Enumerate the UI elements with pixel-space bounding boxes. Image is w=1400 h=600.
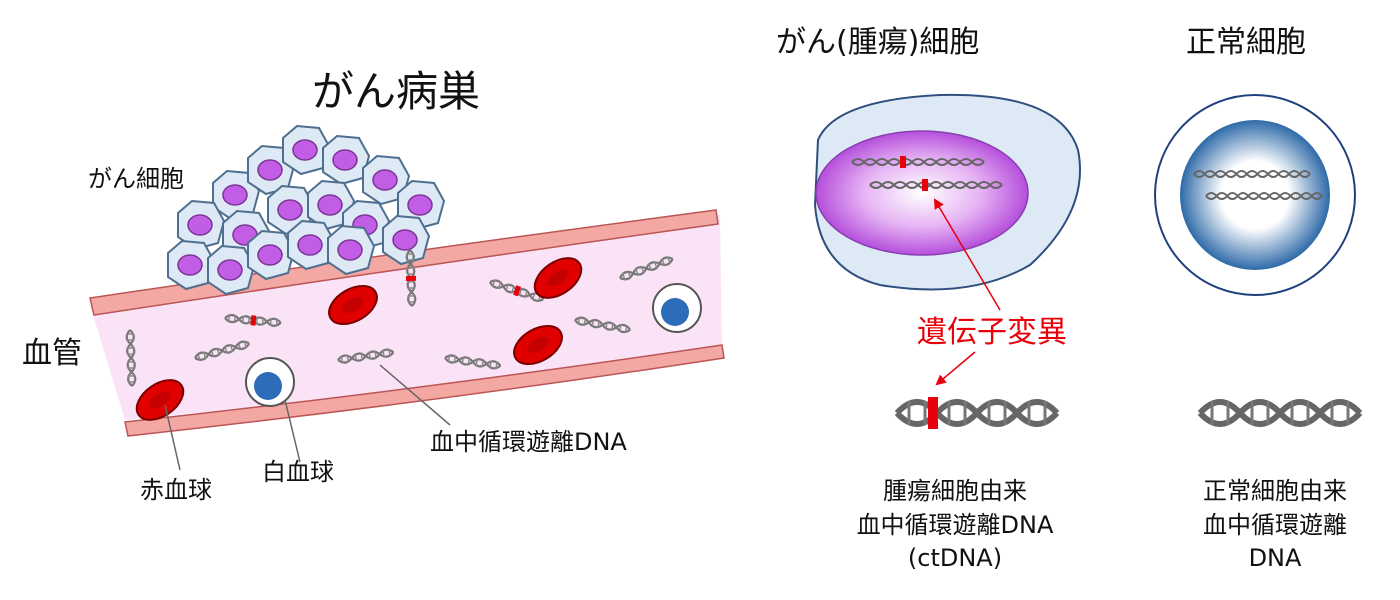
blood-vessel-label: 血管 [22, 336, 82, 371]
ctdna-strand [897, 397, 1057, 429]
normal-caption: 正常細胞由来 血中循環遊離 DNA [1175, 477, 1375, 573]
normal-caption-line1: 正常細胞由来 [1203, 477, 1347, 505]
leader-lines [164, 364, 451, 471]
ctdna-caption-line3: (ctDNA) [907, 544, 1003, 573]
tumor-site-title: がん病巣 [312, 67, 481, 116]
mutation-arrows [933, 198, 1001, 386]
normal-caption-line3: DNA [1248, 544, 1302, 573]
tumor-cell-illustration [813, 93, 1081, 291]
white-blood-cell-label: 白血球 [262, 458, 334, 486]
ctdna-caption-line1: 腫瘍細胞由来 [883, 477, 1027, 505]
cancer-cell-label: がん細胞 [88, 165, 184, 193]
cfdna-label: 血中循環遊離DNA [430, 428, 627, 456]
tumor-cell-title: がん(腫瘍)細胞 [776, 25, 980, 60]
normal-cell-title: 正常細胞 [1186, 25, 1306, 60]
normal-caption-line2: 血中循環遊離 [1203, 510, 1347, 539]
normal-cell-illustration [1154, 94, 1356, 296]
ctdna-caption: 腫瘍細胞由来 血中循環遊離DNA (ctDNA) [830, 477, 1080, 573]
red-blood-cell-label: 赤血球 [140, 476, 212, 504]
mutation-label: 遺伝子変異 [917, 315, 1067, 350]
ctdna-caption-line2: 血中循環遊離DNA [856, 510, 1054, 539]
normal-dna-strand [1200, 401, 1360, 425]
